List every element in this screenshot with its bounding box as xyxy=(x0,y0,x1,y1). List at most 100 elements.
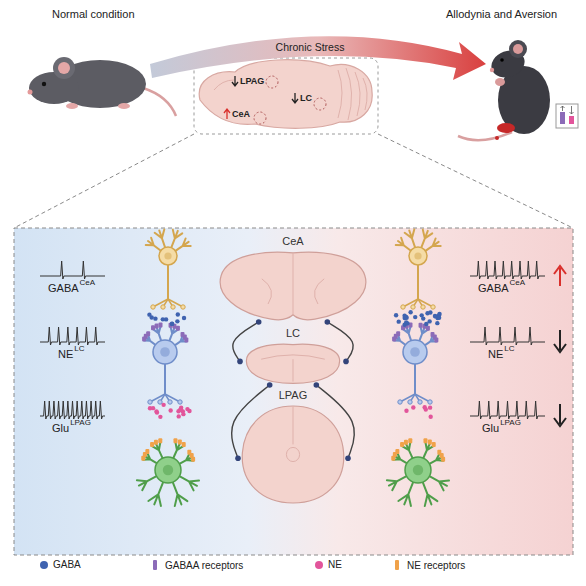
region-marker xyxy=(314,98,326,110)
panel-title: Allodynia and Aversion xyxy=(446,8,557,21)
olfactory-line xyxy=(214,80,234,90)
gaba-dot xyxy=(182,316,186,320)
gaba-dot xyxy=(397,319,401,323)
receptor xyxy=(159,323,163,328)
receptor xyxy=(428,440,432,445)
projection-dot xyxy=(235,455,241,461)
dendrite xyxy=(398,480,414,506)
terminal-bouton xyxy=(408,400,412,404)
receptor xyxy=(432,442,436,447)
brain-outline xyxy=(199,60,372,129)
trace-label: Glu xyxy=(52,422,69,435)
legend-item: NE xyxy=(315,559,342,570)
receptor xyxy=(178,440,182,445)
receptor xyxy=(395,449,399,454)
slice-outline xyxy=(246,344,339,383)
zoom-line xyxy=(378,134,573,228)
mouse-ear xyxy=(509,40,527,58)
trace-superscript: LPAG xyxy=(500,418,521,427)
mouse-ear xyxy=(53,57,75,79)
ne-dot xyxy=(404,409,408,413)
gaba-dot xyxy=(419,313,423,317)
gaba-dot xyxy=(153,316,157,320)
legend-symbol xyxy=(392,559,402,571)
dendrite xyxy=(427,475,449,490)
receptor xyxy=(158,438,162,443)
terminal-bouton xyxy=(431,305,435,309)
trace-label: NE xyxy=(58,348,73,361)
legend-item: GABA xyxy=(40,559,81,570)
mouse-nose xyxy=(28,90,33,95)
terminal-bouton xyxy=(401,305,405,309)
soma xyxy=(409,247,427,265)
gaba-dot xyxy=(435,321,439,325)
increase-arrow xyxy=(224,109,230,119)
terminal-bouton xyxy=(168,400,172,404)
neural-circuit xyxy=(40,229,545,506)
slice-structure xyxy=(261,355,325,382)
gaba-dot xyxy=(394,313,398,317)
gaba-dot xyxy=(170,322,174,326)
ne-dot xyxy=(161,403,165,407)
receptor xyxy=(441,457,445,462)
ne-dot xyxy=(155,410,159,414)
dendrite xyxy=(387,475,409,490)
receptor xyxy=(419,323,423,328)
nucleus xyxy=(164,252,171,259)
gaba-dot xyxy=(424,322,428,326)
decrease-arrow xyxy=(292,93,298,103)
ne-dot xyxy=(428,405,432,409)
receptor xyxy=(146,331,150,336)
region-label: LC xyxy=(300,93,312,103)
receptor xyxy=(155,323,159,328)
axon xyxy=(417,265,419,299)
receptor xyxy=(431,332,435,337)
legend-text: GABAA receptors xyxy=(165,560,243,571)
receptor xyxy=(434,337,438,342)
neuron xyxy=(146,229,191,309)
blood-drop xyxy=(495,136,499,140)
mouse-nose xyxy=(490,68,494,72)
nucleus xyxy=(414,252,421,259)
region-label: LC xyxy=(240,326,346,340)
spike-trace xyxy=(470,261,545,279)
receptor xyxy=(191,457,195,462)
mouse-head xyxy=(29,72,79,104)
dendrite xyxy=(155,229,166,249)
cerebellum-folds xyxy=(338,68,367,120)
soma xyxy=(405,457,431,483)
trace-superscript: CeA xyxy=(510,278,526,287)
ne-dot xyxy=(411,405,415,409)
ne-dot xyxy=(179,408,183,412)
mouse-foot xyxy=(118,103,130,109)
neuron xyxy=(142,323,188,405)
legend-item: GABAA receptors xyxy=(150,559,243,571)
trace-superscript: LPAG xyxy=(70,418,91,427)
gaba-dot xyxy=(433,314,437,318)
terminal-bouton xyxy=(421,305,425,309)
soma xyxy=(153,340,177,364)
dendrite xyxy=(177,475,199,490)
mouse-paw xyxy=(495,78,505,86)
legend-item: NE receptors xyxy=(392,559,465,571)
terminal-bouton xyxy=(171,305,175,309)
dendrite xyxy=(146,238,162,252)
projection-dot xyxy=(314,382,320,388)
ne-dot xyxy=(148,406,152,410)
receptor xyxy=(184,337,188,342)
ne-dot xyxy=(422,405,426,409)
arrow-label: Chronic Stress xyxy=(276,41,345,53)
decrease-arrow xyxy=(232,76,238,86)
spike-trace xyxy=(470,327,545,345)
region-marker xyxy=(254,112,266,124)
legend-text: NE xyxy=(328,559,342,570)
brain-sagittal xyxy=(194,58,378,134)
ne-dot xyxy=(181,412,185,416)
projection-dot xyxy=(325,319,331,325)
receptor xyxy=(150,442,154,447)
slice-shape xyxy=(238,404,348,505)
soma xyxy=(155,457,181,483)
mouse-eye xyxy=(42,82,46,86)
transition-arrow xyxy=(150,36,486,80)
receptor xyxy=(396,331,400,336)
